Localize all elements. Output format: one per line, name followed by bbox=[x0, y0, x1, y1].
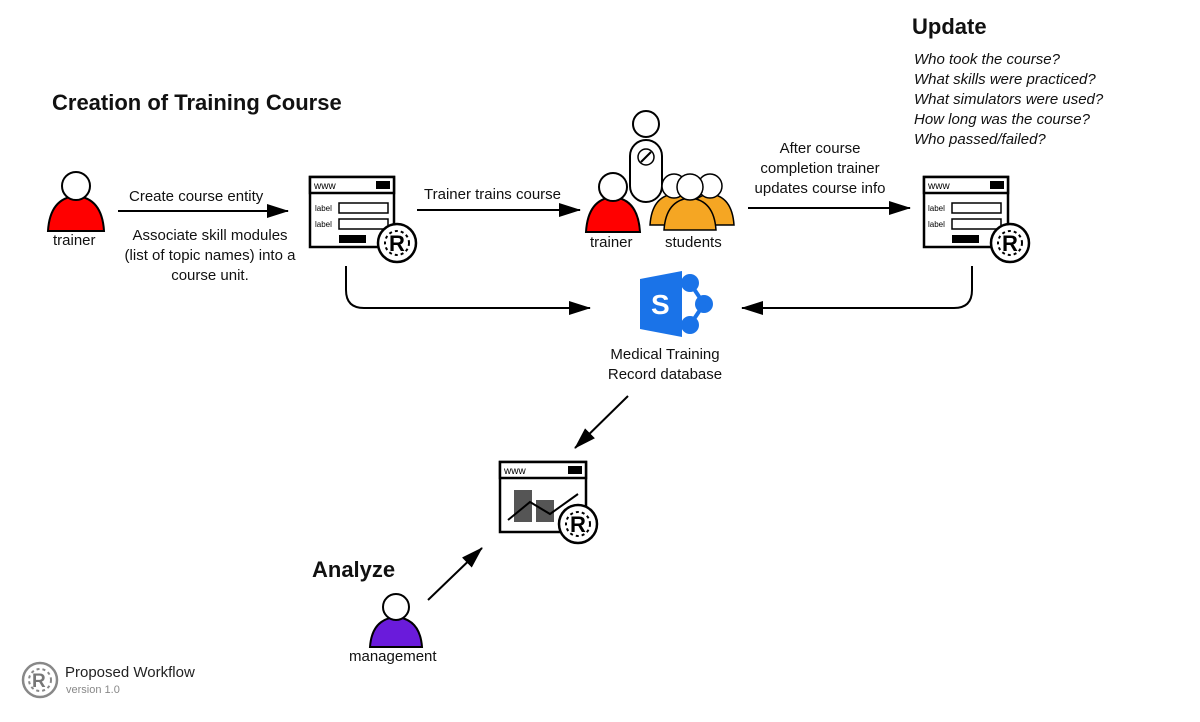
analytics-url-text: www bbox=[503, 466, 526, 477]
form-1-logo-letter: R bbox=[389, 231, 405, 256]
update-question: How long was the course? bbox=[914, 111, 1090, 128]
form-2-field-label-1: label bbox=[928, 204, 945, 213]
form-1-field-label-1: label bbox=[315, 204, 332, 213]
after-line-2: completion trainer bbox=[760, 160, 880, 177]
management-label: management bbox=[349, 648, 437, 665]
analytics-logo bbox=[557, 503, 599, 545]
form-1-url-text: www bbox=[313, 181, 336, 192]
form-1-field-label-2: label bbox=[315, 220, 332, 229]
trainer-left-person-icon bbox=[46, 171, 106, 232]
trainer-left-label: trainer bbox=[53, 232, 96, 249]
update-question: Who passed/failed? bbox=[914, 131, 1046, 148]
arrow-db-to-analytics bbox=[574, 395, 629, 449]
sharepoint-letter: S bbox=[651, 289, 670, 320]
step-after-course-label: After course completion trainer updates … bbox=[735, 139, 905, 199]
associate-line-1: Associate skill modules bbox=[132, 227, 288, 244]
heading-update: Update bbox=[912, 14, 987, 39]
analytics-dashboard-window-icon bbox=[498, 460, 588, 534]
step-create-entity-label: Create course entity bbox=[129, 188, 264, 205]
management-person-icon bbox=[368, 593, 424, 648]
step-trains-label: Trainer trains course bbox=[424, 186, 561, 203]
footer-logo-letter: R bbox=[32, 671, 46, 692]
instructor-badge-person-icon bbox=[629, 110, 663, 203]
update-question: Who took the course? bbox=[914, 51, 1060, 68]
form-2-logo-letter: R bbox=[1002, 231, 1018, 256]
footer-version: version 1.0 bbox=[66, 684, 120, 696]
form-2-url-text: www bbox=[927, 181, 950, 192]
update-question: What simulators were used? bbox=[914, 91, 1104, 108]
step-associate-label: Associate skill modules (list of topic n… bbox=[110, 226, 310, 286]
students-label: students bbox=[665, 234, 722, 251]
trainer-center-label: trainer bbox=[590, 234, 633, 251]
form-logo-1 bbox=[376, 222, 418, 264]
after-line-1: After course bbox=[779, 140, 861, 157]
trainer-center-person-icon bbox=[584, 172, 642, 233]
update-question: What skills were practiced? bbox=[914, 71, 1096, 88]
arrow-management-to-analytics bbox=[427, 547, 483, 601]
form-logo-2 bbox=[989, 222, 1031, 264]
associate-line-3: course unit. bbox=[171, 267, 249, 284]
footer-title: Proposed Workflow bbox=[65, 664, 195, 681]
associate-line-2: (list of topic names) into a bbox=[124, 247, 296, 264]
students-group-icon bbox=[649, 173, 735, 231]
after-line-3: updates course info bbox=[754, 180, 886, 197]
sharepoint-database-icon bbox=[640, 271, 713, 337]
arrow-update-to-db bbox=[741, 266, 973, 315]
database-line-2: Record database bbox=[607, 366, 723, 383]
update-questions-list: Who took the course? What skills were pr… bbox=[914, 50, 1103, 150]
arrow-creation-to-db bbox=[345, 266, 591, 315]
database-line-1: Medical Training bbox=[610, 346, 720, 363]
heading-analyze: Analyze bbox=[312, 557, 396, 582]
database-label: Medical Training Record database bbox=[585, 345, 745, 385]
heading-creation: Creation of Training Course bbox=[52, 90, 342, 115]
footer-logo bbox=[21, 661, 59, 699]
form-2-field-label-2: label bbox=[928, 220, 945, 229]
analytics-logo-letter: R bbox=[570, 512, 586, 537]
